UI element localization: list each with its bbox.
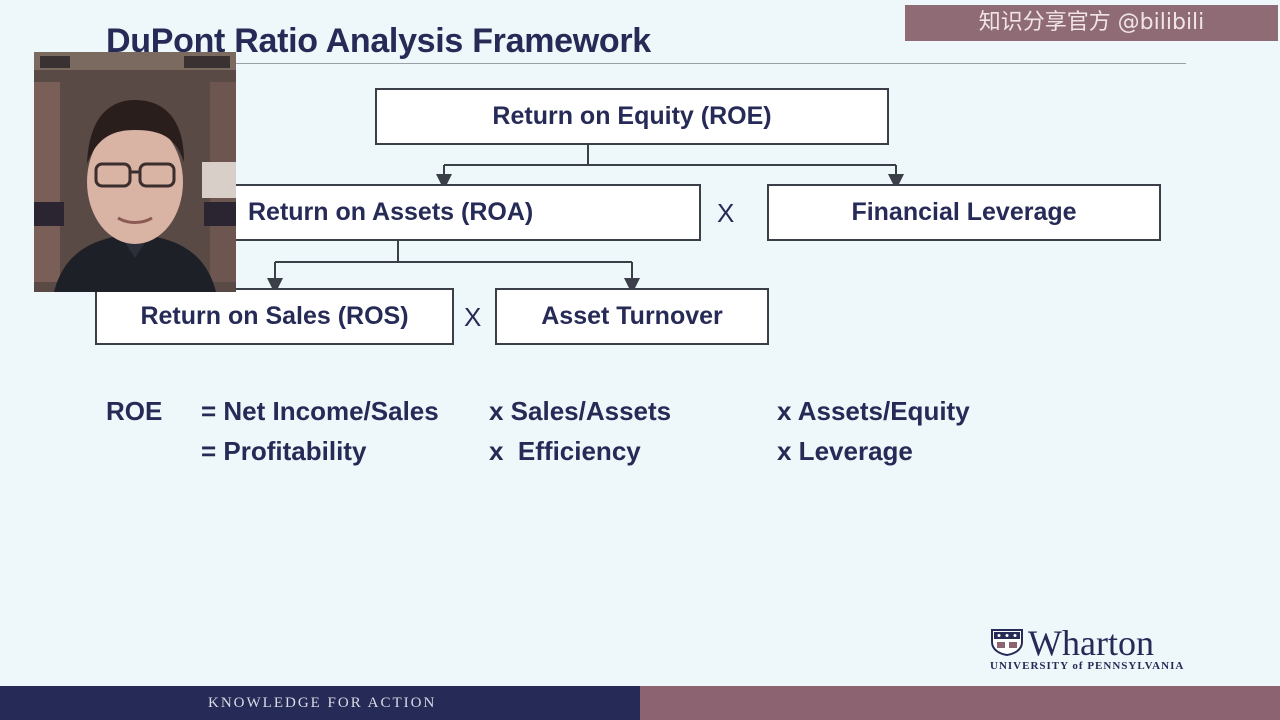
formula-efficiency: x Efficiency <box>489 436 641 466</box>
formula-profitability: = Profitability <box>201 436 367 466</box>
formula-assets-equity: x Assets/Equity <box>777 396 970 426</box>
footer-bar-plum <box>640 686 1280 720</box>
formula-label-roe: ROE <box>106 396 163 426</box>
roa-box: Return on Assets (ROA) <box>200 184 701 241</box>
roe-box: Return on Equity (ROE) <box>375 88 889 145</box>
ros-box: Return on Sales (ROS) <box>95 288 454 345</box>
title-divider <box>106 63 1186 64</box>
penn-shield-icon <box>991 629 1023 656</box>
wharton-logo: Wharton UNIVERSITY of PENNSYLVANIA <box>988 623 1193 672</box>
footer-bar-navy: KNOWLEDGE FOR ACTION <box>0 686 640 720</box>
formula-net-income-sales: = Net Income/Sales <box>201 396 439 426</box>
logo-wordmark: Wharton <box>1028 623 1154 663</box>
formula-sales-assets: x Sales/Assets <box>489 396 672 426</box>
logo-subtitle: UNIVERSITY of PENNSYLVANIA <box>990 660 1185 672</box>
multiply-sign-ros-turnover: X <box>464 302 482 332</box>
multiply-sign-roa-leverage: X <box>717 198 735 228</box>
formula-leverage: x Leverage <box>777 436 913 466</box>
asset-turnover-box: Asset Turnover <box>495 288 769 345</box>
presenter-webcam <box>34 52 236 292</box>
financial-leverage-box: Financial Leverage <box>767 184 1161 241</box>
watermark-overlay: 知识分享官方 @bilibili <box>905 5 1278 41</box>
footer-tagline: KNOWLEDGE FOR ACTION <box>208 695 437 711</box>
presenter-video-frame <box>34 52 236 292</box>
